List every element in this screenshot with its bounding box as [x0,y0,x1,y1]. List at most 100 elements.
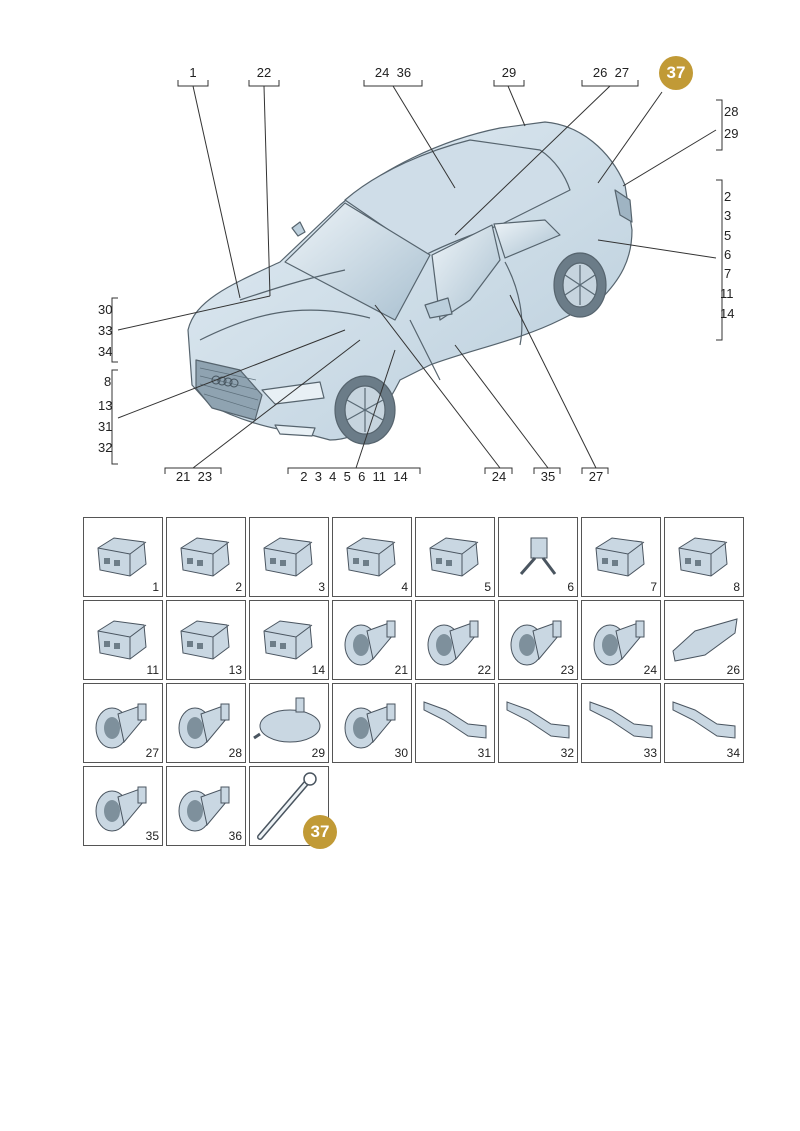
part-number: 2 [235,580,242,594]
part-number: 13 [228,663,242,677]
highlight-badge-top: 37 [659,56,693,90]
grommet-icon [427,620,479,666]
part-number: 23 [560,663,574,677]
part-cell-7: 7 [581,517,661,597]
seal-plate-icon [253,697,321,743]
part-number: 28 [228,746,242,760]
callout-top-5: 26 27 [593,65,629,80]
part-cell-2: 2 [166,517,246,597]
part-cell-13: 13 [166,600,246,680]
release-tool-icon [257,772,317,840]
part-cell-28: 28 [166,683,246,763]
seal-strip-icon [672,618,738,662]
callout-right-top-1: 28 [724,104,738,119]
part-cell-27: 27 [83,683,163,763]
part-cell-36: 36 [166,766,246,846]
bracket-icon [423,701,487,739]
connector-housing-icon [180,620,230,660]
callout-right-7: 14 [720,306,734,321]
part-number: 5 [484,580,491,594]
leader-lines [117,85,717,469]
callout-right-3: 5 [724,228,731,243]
part-number: 7 [650,580,657,594]
plug-terminal-icon [519,537,557,575]
bracket-icon [589,701,653,739]
callout-bottom-1: 21 23 [176,469,212,484]
grommet-icon [178,786,230,832]
callout-bottom-5: 27 [589,469,603,484]
callout-left-a-3: 34 [98,344,112,359]
part-number: 1 [152,580,159,594]
callout-brackets [111,80,723,474]
part-cell-14: 14 [249,600,329,680]
part-cell-21: 21 [332,600,412,680]
callout-left-b-2: 13 [98,398,112,413]
callout-right-2: 3 [724,208,731,223]
car-illustration [187,121,633,445]
part-number: 31 [477,746,491,760]
connector-housing-icon [429,537,479,577]
part-number: 33 [643,746,657,760]
part-cell-4: 4 [332,517,412,597]
callout-left-a-1: 30 [98,302,112,317]
part-cell-31: 31 [415,683,495,763]
connector-housing-icon [180,537,230,577]
callout-right-4: 6 [724,247,731,262]
part-cell-30: 30 [332,683,412,763]
part-number: 32 [560,746,574,760]
part-number: 11 [146,663,159,677]
part-number: 21 [394,663,408,677]
part-cell-5: 5 [415,517,495,597]
part-number: 27 [145,746,159,760]
callout-bottom-2: 2 3 4 5 6 11 14 [300,469,407,484]
part-cell-33: 33 [581,683,661,763]
part-number: 29 [311,746,325,760]
callout-top-3: 24 36 [375,65,411,80]
part-number: 35 [145,829,159,843]
grommet-icon [344,620,396,666]
connector-housing-icon [678,537,728,577]
part-cell-29: 29 [249,683,329,763]
part-cell-11: 11 [83,600,163,680]
connector-housing-icon [263,620,313,660]
part-cell-32: 32 [498,683,578,763]
part-cell-1: 1 [83,517,163,597]
part-number: 34 [726,746,740,760]
part-cell-34: 34 [664,683,744,763]
callout-bottom-3: 24 [492,469,506,484]
part-number: 8 [733,580,740,594]
callout-top-1: 1 [189,65,196,80]
part-cell-8: 8 [664,517,744,597]
callout-left-b-4: 32 [98,440,112,455]
part-number: 24 [643,663,657,677]
connector-housing-icon [97,620,147,660]
grommet-icon [95,703,147,749]
part-number: 22 [477,663,491,677]
car-exploded-diagram: 1 22 24 36 29 26 27 28 29 2 3 5 6 7 11 1… [98,65,738,484]
callout-left-b-3: 31 [98,419,112,434]
callout-left-b-1: 8 [104,374,111,389]
connector-housing-icon [346,537,396,577]
part-cell-22: 22 [415,600,495,680]
callout-right-1: 2 [724,189,731,204]
grommet-icon [593,620,645,666]
part-number: 3 [318,580,325,594]
part-cell-3: 3 [249,517,329,597]
part-number: 36 [228,829,242,843]
callout-right-5: 7 [724,266,731,281]
callout-right-top-2: 29 [724,126,738,141]
callout-top-2: 22 [257,65,271,80]
part-number: 4 [401,580,408,594]
part-number: 26 [726,663,740,677]
connector-housing-icon [97,537,147,577]
callout-top-4: 29 [502,65,516,80]
grommet-icon [344,703,396,749]
part-cell-24: 24 [581,600,661,680]
grommet-icon [178,703,230,749]
callout-right-6: 11 [720,286,734,301]
highlight-badge-bottom: 37 [303,815,337,849]
part-cell-6: 6 [498,517,578,597]
part-cell-26: 26 [664,600,744,680]
connector-housing-icon [595,537,645,577]
